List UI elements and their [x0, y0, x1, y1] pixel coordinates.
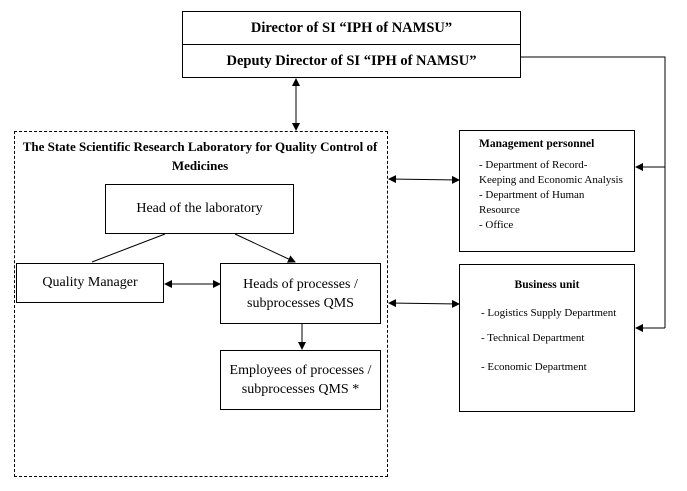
- head-to-quality-manager-line: [91, 233, 166, 263]
- employees-label: Employees of processes / subprocesses QM…: [229, 363, 372, 397]
- lab-management-arrow: [388, 175, 460, 184]
- heads-of-processes-label: Heads of processes / subprocesses QMS: [243, 276, 358, 311]
- lab-business-arrow: [388, 299, 460, 308]
- management-personnel-title: Management personnel: [479, 138, 595, 150]
- head-to-heads-arrow: [234, 233, 296, 263]
- director-box: Director of SI “IPH of NAMSU”: [182, 11, 521, 45]
- management-item-human-resource: - Department of Human Resource: [479, 189, 585, 216]
- business-unit-box: Business unit - Logistics Supply Departm…: [459, 264, 635, 412]
- business-unit-list: - Logistics Supply Department - Technica…: [481, 306, 624, 375]
- management-personnel-box: Management personnel - Department of Rec…: [459, 130, 635, 252]
- management-item-record-keeping: - Department of Record-Keeping and Econo…: [479, 159, 623, 186]
- heads-of-processes-box: Heads of processes / subprocesses QMS: [220, 263, 381, 324]
- business-item-economic: - Economic Department: [481, 361, 587, 373]
- management-item-office: - Office: [479, 219, 514, 231]
- laboratory-frame: [14, 131, 388, 477]
- deputy-director-box: Deputy Director of SI “IPH of NAMSU”: [182, 44, 521, 78]
- head-of-laboratory-box: Head of the laboratory: [105, 184, 294, 234]
- deputy-feeder-line: [521, 56, 666, 328]
- laboratory-title: The State Scientific Research Laboratory…: [22, 139, 378, 173]
- deputy-director-label: Deputy Director of SI “IPH of NAMSU”: [226, 52, 477, 69]
- employees-box: Employees of processes / subprocesses QM…: [220, 350, 381, 410]
- business-item-logistics: - Logistics Supply Department: [481, 307, 617, 319]
- director-label: Director of SI “IPH of NAMSU”: [250, 19, 453, 36]
- quality-manager-label: Quality Manager: [42, 275, 138, 290]
- business-unit-title: Business unit: [514, 279, 580, 291]
- quality-manager-box: Quality Manager: [16, 263, 164, 303]
- head-of-laboratory-label: Head of the laboratory: [136, 201, 263, 216]
- management-personnel-list: - Department of Record-Keeping and Econo…: [479, 158, 624, 233]
- business-item-technical: - Technical Department: [481, 332, 585, 344]
